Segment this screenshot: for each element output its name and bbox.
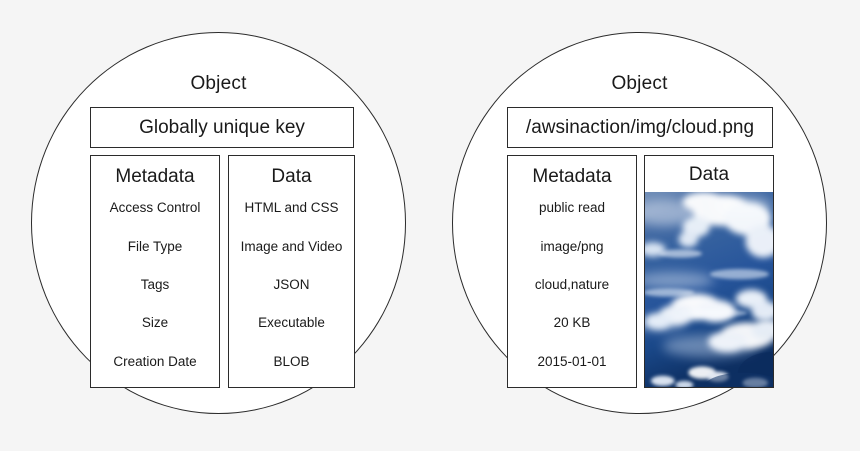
data-box: Data	[644, 155, 774, 388]
data-heading: Data	[688, 164, 730, 185]
object-circle-example: Object /awsinaction/img/cloud.png Metada…	[452, 32, 827, 414]
data-list: HTML and CSS Image and Video JSON Execut…	[229, 189, 354, 387]
list-item: 20 KB	[553, 315, 591, 331]
list-item: Creation Date	[113, 353, 197, 369]
list-item: Size	[141, 315, 169, 331]
object-key-box: Globally unique key	[90, 107, 354, 148]
metadata-list: Access Control File Type Tags Size Creat…	[91, 189, 219, 387]
list-item: Executable	[258, 315, 325, 331]
metadata-heading: Metadata	[532, 166, 612, 187]
metadata-list: public read image/png cloud,nature 20 KB…	[508, 189, 636, 387]
data-heading: Data	[271, 166, 312, 187]
metadata-heading: Metadata	[115, 166, 195, 187]
metadata-box: Metadata Access Control File Type Tags S…	[90, 155, 220, 388]
list-item: File Type	[127, 238, 183, 254]
object-key-box: /awsinaction/img/cloud.png	[507, 107, 773, 148]
list-item: public read	[538, 200, 606, 216]
list-item: Access Control	[109, 200, 201, 216]
list-item: BLOB	[273, 353, 310, 369]
list-item: Image and Video	[240, 238, 343, 254]
object-circle-generic: Object Globally unique key Metadata Acce…	[31, 32, 406, 414]
list-item: Tags	[140, 276, 170, 292]
list-item: 2015-01-01	[537, 353, 607, 369]
list-item: image/png	[540, 238, 604, 254]
object-title: Object	[190, 73, 247, 94]
cloud-photo	[645, 192, 773, 387]
object-title: Object	[611, 73, 668, 94]
list-item: cloud,nature	[534, 276, 610, 292]
list-item: JSON	[273, 276, 310, 292]
metadata-box: Metadata public read image/png cloud,nat…	[507, 155, 637, 388]
data-box: Data HTML and CSS Image and Video JSON E…	[228, 155, 355, 388]
list-item: HTML and CSS	[244, 200, 339, 216]
